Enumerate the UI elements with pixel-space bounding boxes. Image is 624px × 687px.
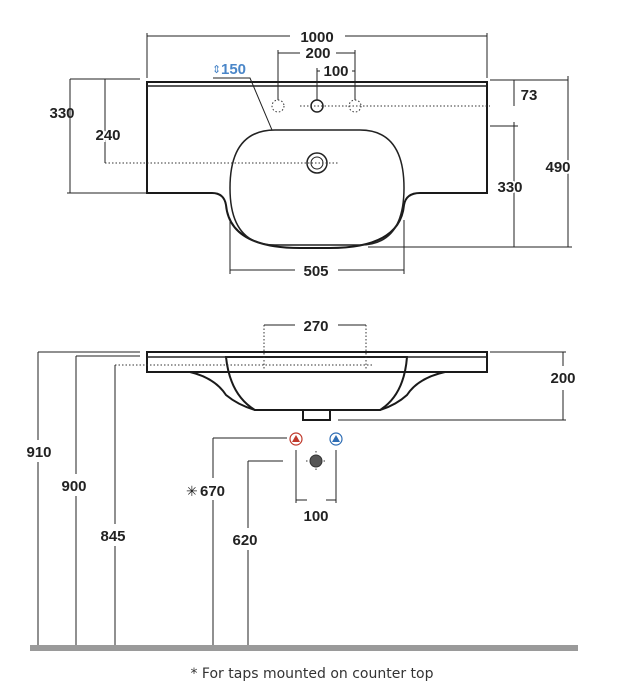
bowl-outline [229,129,405,246]
counter-tap-marker: ✳ [186,483,198,499]
dim-height-200: 200 [550,370,575,387]
floor-line [30,645,578,651]
waste-outlet-icon [309,454,323,468]
dim-height-845: 845 [100,528,125,545]
dim-tap-spacing-270: 270 [303,318,328,335]
dim-tap-hole-73: 73 [521,87,538,104]
footnote: * For taps mounted on counter top [190,666,433,682]
dim-drain-height-620: 620 [232,532,257,549]
dim-counter-tap-670: 670 [200,483,225,500]
dim-total-depth-490: 490 [545,159,570,176]
dim-tap-height-150: 150 [221,61,246,78]
dim-bowl-width-505: 505 [303,263,328,280]
bowl-side-outline [224,356,409,411]
dim-depth-330: 330 [49,105,74,122]
drain-outlet [302,409,331,421]
top-view: 1000 200 100 ⇕ 150 330 240 73 330 490 50… [49,29,572,280]
dim-tap-spacing-200: 200 [305,45,330,62]
basin-top-outline [146,81,488,249]
dim-tap-offset-100: 100 [323,63,348,80]
dim-height-910: 910 [26,444,51,461]
up-down-arrow-icon: ⇕ [212,63,221,76]
dim-drain-240: 240 [95,127,120,144]
side-view: 270 200 910 900 845 ✳ 670 620 100 [26,318,576,645]
dim-width-1000: 1000 [300,29,333,46]
dim-height-900: 900 [61,478,86,495]
dim-bowl-depth-330: 330 [497,179,522,196]
counter-top-side [146,351,488,373]
optional-tap-hole-icon [271,99,285,113]
dim-supply-spacing-100: 100 [303,508,328,525]
